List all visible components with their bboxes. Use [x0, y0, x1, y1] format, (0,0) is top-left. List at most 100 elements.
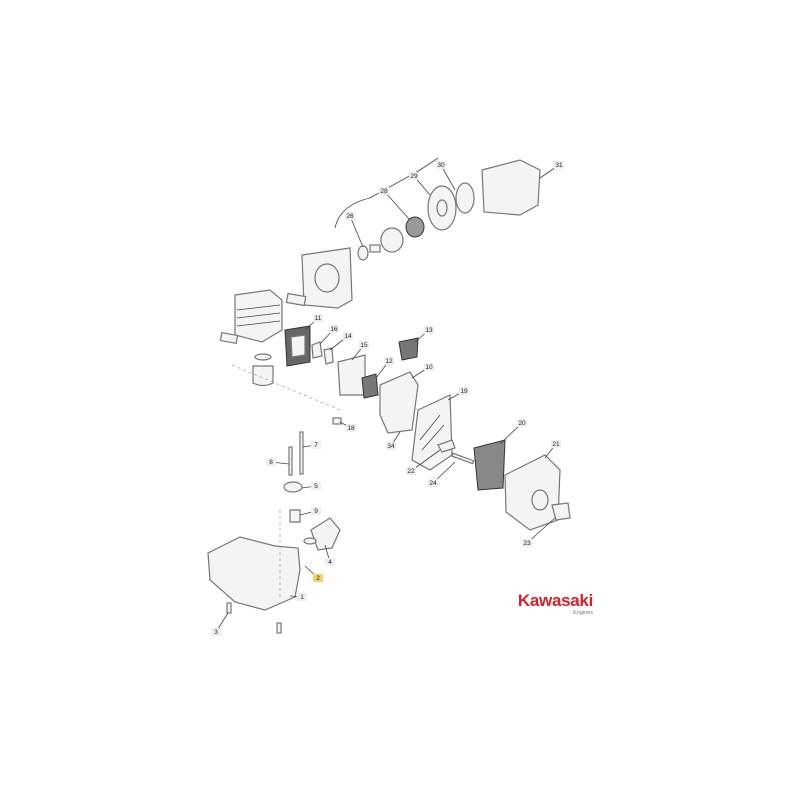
part-label-box [329, 325, 339, 333]
part-label-8[interactable]: 8 [269, 459, 273, 466]
part-labels: 3029282631111614151312101918347859421320… [211, 161, 564, 636]
plate-14 [323, 347, 334, 365]
part-label-box [311, 482, 321, 490]
insulator-block [337, 354, 366, 396]
crankcase-bore [314, 263, 340, 293]
part-label-1[interactable]: 1 [300, 594, 304, 601]
part-label-box [297, 593, 307, 601]
bolt-18 [332, 417, 342, 425]
part-label-13[interactable]: 13 [425, 327, 433, 334]
air-filter-base [411, 394, 453, 471]
part-label-7[interactable]: 7 [314, 442, 318, 449]
starter-spring [405, 216, 425, 238]
bracket-22 [437, 439, 456, 453]
part-label-box [409, 172, 419, 180]
part-label-box [554, 161, 564, 169]
part-label-box [359, 341, 369, 349]
part-label-box [346, 424, 356, 432]
logo-subtitle: Engines [573, 610, 593, 616]
part-label-box [325, 558, 335, 566]
bolt-3 [226, 602, 232, 614]
piston [252, 365, 274, 387]
part-label-10[interactable]: 10 [425, 364, 433, 371]
leader-line [526, 517, 556, 544]
starter-cup [380, 227, 404, 253]
washer [357, 245, 369, 261]
part-label-box [551, 440, 561, 448]
bolt-bottom [276, 622, 282, 634]
part-label-31[interactable]: 31 [555, 162, 563, 169]
parts [207, 157, 571, 634]
part-label-20[interactable]: 20 [518, 420, 526, 427]
part-label-5[interactable]: 5 [314, 483, 318, 490]
part-label-box [345, 212, 355, 220]
part-label-14[interactable]: 14 [344, 333, 352, 340]
part-label-box [424, 326, 434, 334]
part-label-23[interactable]: 23 [523, 540, 531, 547]
spiral-spring [455, 182, 475, 214]
gasket-12 [361, 373, 379, 399]
leader-line [383, 190, 411, 221]
part-label-box [428, 479, 438, 487]
part-label-box [517, 419, 527, 427]
part-label-11[interactable]: 11 [315, 315, 322, 322]
grommet-4 [310, 517, 341, 551]
kawasaki-engines-logo: Kawasaki Engines [511, 591, 593, 617]
cylinder [234, 289, 283, 343]
part-label-28[interactable]: 28 [380, 188, 388, 195]
part-label-19[interactable]: 19 [460, 388, 468, 395]
part-label-3[interactable]: 3 [214, 629, 218, 636]
part-label-15[interactable]: 15 [360, 342, 368, 349]
part-label-box [313, 574, 323, 582]
part-label-2[interactable]: 2 [316, 575, 320, 582]
cover-knob [531, 489, 549, 511]
gasket-plate [285, 292, 307, 307]
fuel-tank [207, 536, 301, 611]
part-label-16[interactable]: 16 [330, 326, 338, 333]
part-label-30[interactable]: 30 [437, 162, 445, 169]
part-label-box [343, 332, 353, 340]
starter-housing [481, 159, 541, 216]
part-label-29[interactable]: 29 [410, 173, 418, 180]
piston-ring [254, 353, 272, 361]
carburetor [379, 371, 419, 434]
part-label-box [313, 314, 323, 322]
primer-23 [551, 502, 571, 521]
part-label-26[interactable]: 26 [346, 213, 354, 220]
part-label-18[interactable]: 18 [347, 425, 355, 432]
fuel-pipe-7 [299, 431, 304, 475]
part-label-box [459, 387, 469, 395]
part-label-24[interactable]: 24 [429, 480, 437, 487]
part-label-box [311, 507, 321, 515]
logo-brand: Kawasaki [517, 591, 593, 610]
part-label-box [311, 441, 321, 449]
part-label-box [436, 161, 446, 169]
seal-4 [303, 537, 317, 545]
part-label-21[interactable]: 21 [552, 441, 560, 448]
part-label-22[interactable]: 22 [407, 468, 415, 475]
leader-line [349, 215, 364, 248]
part-label-box [211, 628, 221, 636]
fuel-pipe-8 [288, 446, 293, 476]
gasket-plate-2 [219, 331, 239, 345]
part-label-box [522, 539, 532, 547]
pulley-hub [436, 199, 448, 217]
fuel-filter-9 [289, 509, 301, 523]
plate-16 [311, 341, 323, 359]
part-label-box [384, 357, 394, 365]
air-filter-element [473, 439, 506, 491]
part-label-box [424, 363, 434, 371]
bolt-26 [369, 244, 381, 253]
part-label-34[interactable]: 34 [387, 443, 395, 450]
fuel-cap-5 [283, 481, 303, 493]
part-label-4[interactable]: 4 [328, 559, 332, 566]
bolt-24 [451, 452, 475, 465]
part-label-12[interactable]: 12 [385, 358, 393, 365]
part-label-box [379, 187, 389, 195]
part-label-9[interactable]: 9 [314, 508, 318, 515]
part-label-box [406, 467, 416, 475]
air-filter-cover [504, 454, 561, 531]
gasket-13 [398, 337, 419, 361]
part-label-box [386, 442, 396, 450]
